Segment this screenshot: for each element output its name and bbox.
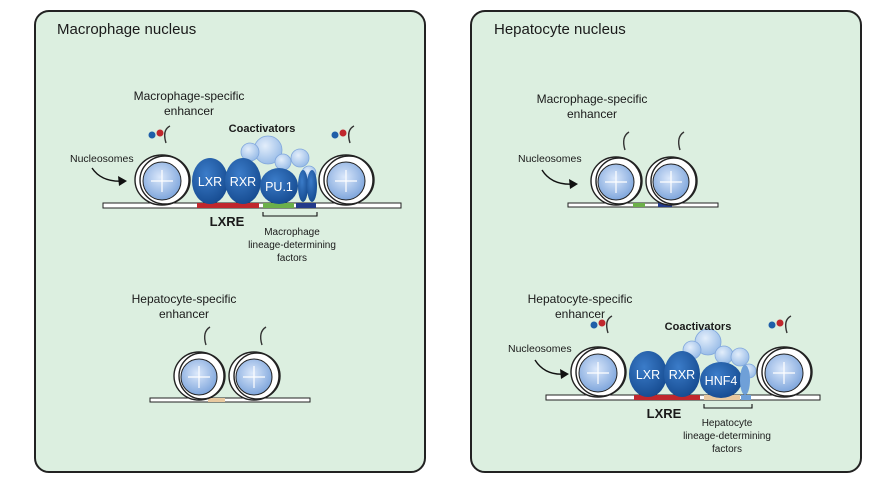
ldf-protein-1 bbox=[298, 170, 308, 202]
enhancer-label-line1: Macrophage-specific bbox=[134, 89, 245, 103]
nucleosome-right bbox=[318, 125, 375, 206]
nucleosome-right bbox=[756, 315, 813, 398]
coactivators bbox=[682, 328, 757, 379]
svg-text:RXR: RXR bbox=[669, 368, 695, 382]
ldf-label-line2: lineage-determining bbox=[683, 431, 771, 442]
tf-lxr: LXR bbox=[192, 158, 228, 204]
tf-rxr: RXR bbox=[664, 351, 700, 397]
dna-strand bbox=[149, 397, 311, 403]
svg-text:PU.1: PU.1 bbox=[265, 180, 293, 194]
histone-mark-blue bbox=[148, 131, 156, 139]
nucleosome-right bbox=[228, 326, 281, 401]
nucleosome-left bbox=[134, 125, 191, 206]
nucleosome-left bbox=[590, 131, 643, 206]
nucleosome-left bbox=[173, 326, 226, 401]
nucleosome-right bbox=[645, 131, 698, 206]
panel-title: Macrophage nucleus bbox=[57, 21, 196, 38]
ldf-label-line2: lineage-determining bbox=[248, 240, 336, 251]
svg-text:RXR: RXR bbox=[230, 175, 256, 189]
pu1-site bbox=[263, 203, 294, 208]
panel-macrophage-nucleus: Macrophage nucleus Macrophage-specific e… bbox=[34, 10, 426, 473]
svg-text:LXR: LXR bbox=[636, 368, 660, 382]
enhancer-label-line1: Hepatocyte-specific bbox=[528, 292, 633, 306]
ldf-protein-1 bbox=[740, 365, 750, 395]
pu1-site bbox=[633, 203, 645, 207]
lxre-site bbox=[197, 203, 259, 208]
histone-mark-blue bbox=[590, 321, 598, 329]
lxre-site bbox=[634, 395, 700, 400]
nucleosomes-label: Nucleosomes bbox=[70, 153, 134, 165]
tf-hnf4: HNF4 bbox=[700, 362, 742, 398]
tf-rxr: RXR bbox=[225, 158, 261, 204]
nucleosome-left bbox=[570, 315, 627, 398]
lxre-label: LXRE bbox=[647, 406, 682, 421]
ldf-bracket bbox=[262, 212, 318, 217]
ldf-protein-2 bbox=[307, 170, 317, 202]
nucleosomes-arrowhead bbox=[118, 176, 127, 186]
enhancer-label-line1: Macrophage-specific bbox=[537, 92, 648, 106]
ldf-site bbox=[741, 395, 751, 400]
svg-text:LXR: LXR bbox=[198, 175, 222, 189]
enhancer-label-line1: Hepatocyte-specific bbox=[132, 292, 237, 306]
histone-mark-red bbox=[156, 129, 164, 137]
ldf-label-line1: Hepatocyte bbox=[702, 418, 753, 429]
nucleosomes-arrowhead bbox=[560, 369, 569, 379]
coactivators-label: Coactivators bbox=[229, 123, 296, 135]
enhancer-label-line2: enhancer bbox=[567, 107, 617, 121]
lxre-label: LXRE bbox=[210, 214, 245, 229]
enhancer-label-line2: enhancer bbox=[159, 307, 209, 321]
ldf-label-line3: factors bbox=[712, 444, 742, 455]
coactivators bbox=[240, 135, 317, 181]
ldf-label-line3: factors bbox=[277, 253, 307, 264]
hnf4-site bbox=[208, 398, 225, 402]
panel-title: Hepatocyte nucleus bbox=[494, 21, 626, 38]
panel-background bbox=[34, 10, 426, 473]
ldf-bracket bbox=[703, 404, 753, 409]
enhancer-label-line2: enhancer bbox=[164, 104, 214, 118]
svg-text:HNF4: HNF4 bbox=[705, 374, 738, 388]
nucleosomes-label: Nucleosomes bbox=[518, 153, 582, 165]
histone-mark-blue bbox=[768, 321, 776, 329]
panel-hepatocyte-nucleus: Hepatocyte nucleus Macrophage-specific e… bbox=[470, 10, 862, 473]
panel-background bbox=[470, 10, 862, 473]
coactivators-label: Coactivators bbox=[665, 321, 732, 333]
nucleosomes-arrowhead bbox=[569, 179, 578, 189]
tf-pu1: PU.1 bbox=[260, 168, 298, 204]
histone-mark-red bbox=[776, 319, 784, 327]
histone-mark-red bbox=[339, 129, 347, 137]
histone-mark-red bbox=[598, 319, 606, 327]
ldf-site bbox=[296, 203, 316, 208]
tf-lxr: LXR bbox=[629, 351, 667, 397]
enhancer-label-line2: enhancer bbox=[555, 307, 605, 321]
nucleosomes-label: Nucleosomes bbox=[508, 343, 572, 355]
ldf-label-line1: Macrophage bbox=[264, 227, 320, 238]
histone-mark-blue bbox=[331, 131, 339, 139]
